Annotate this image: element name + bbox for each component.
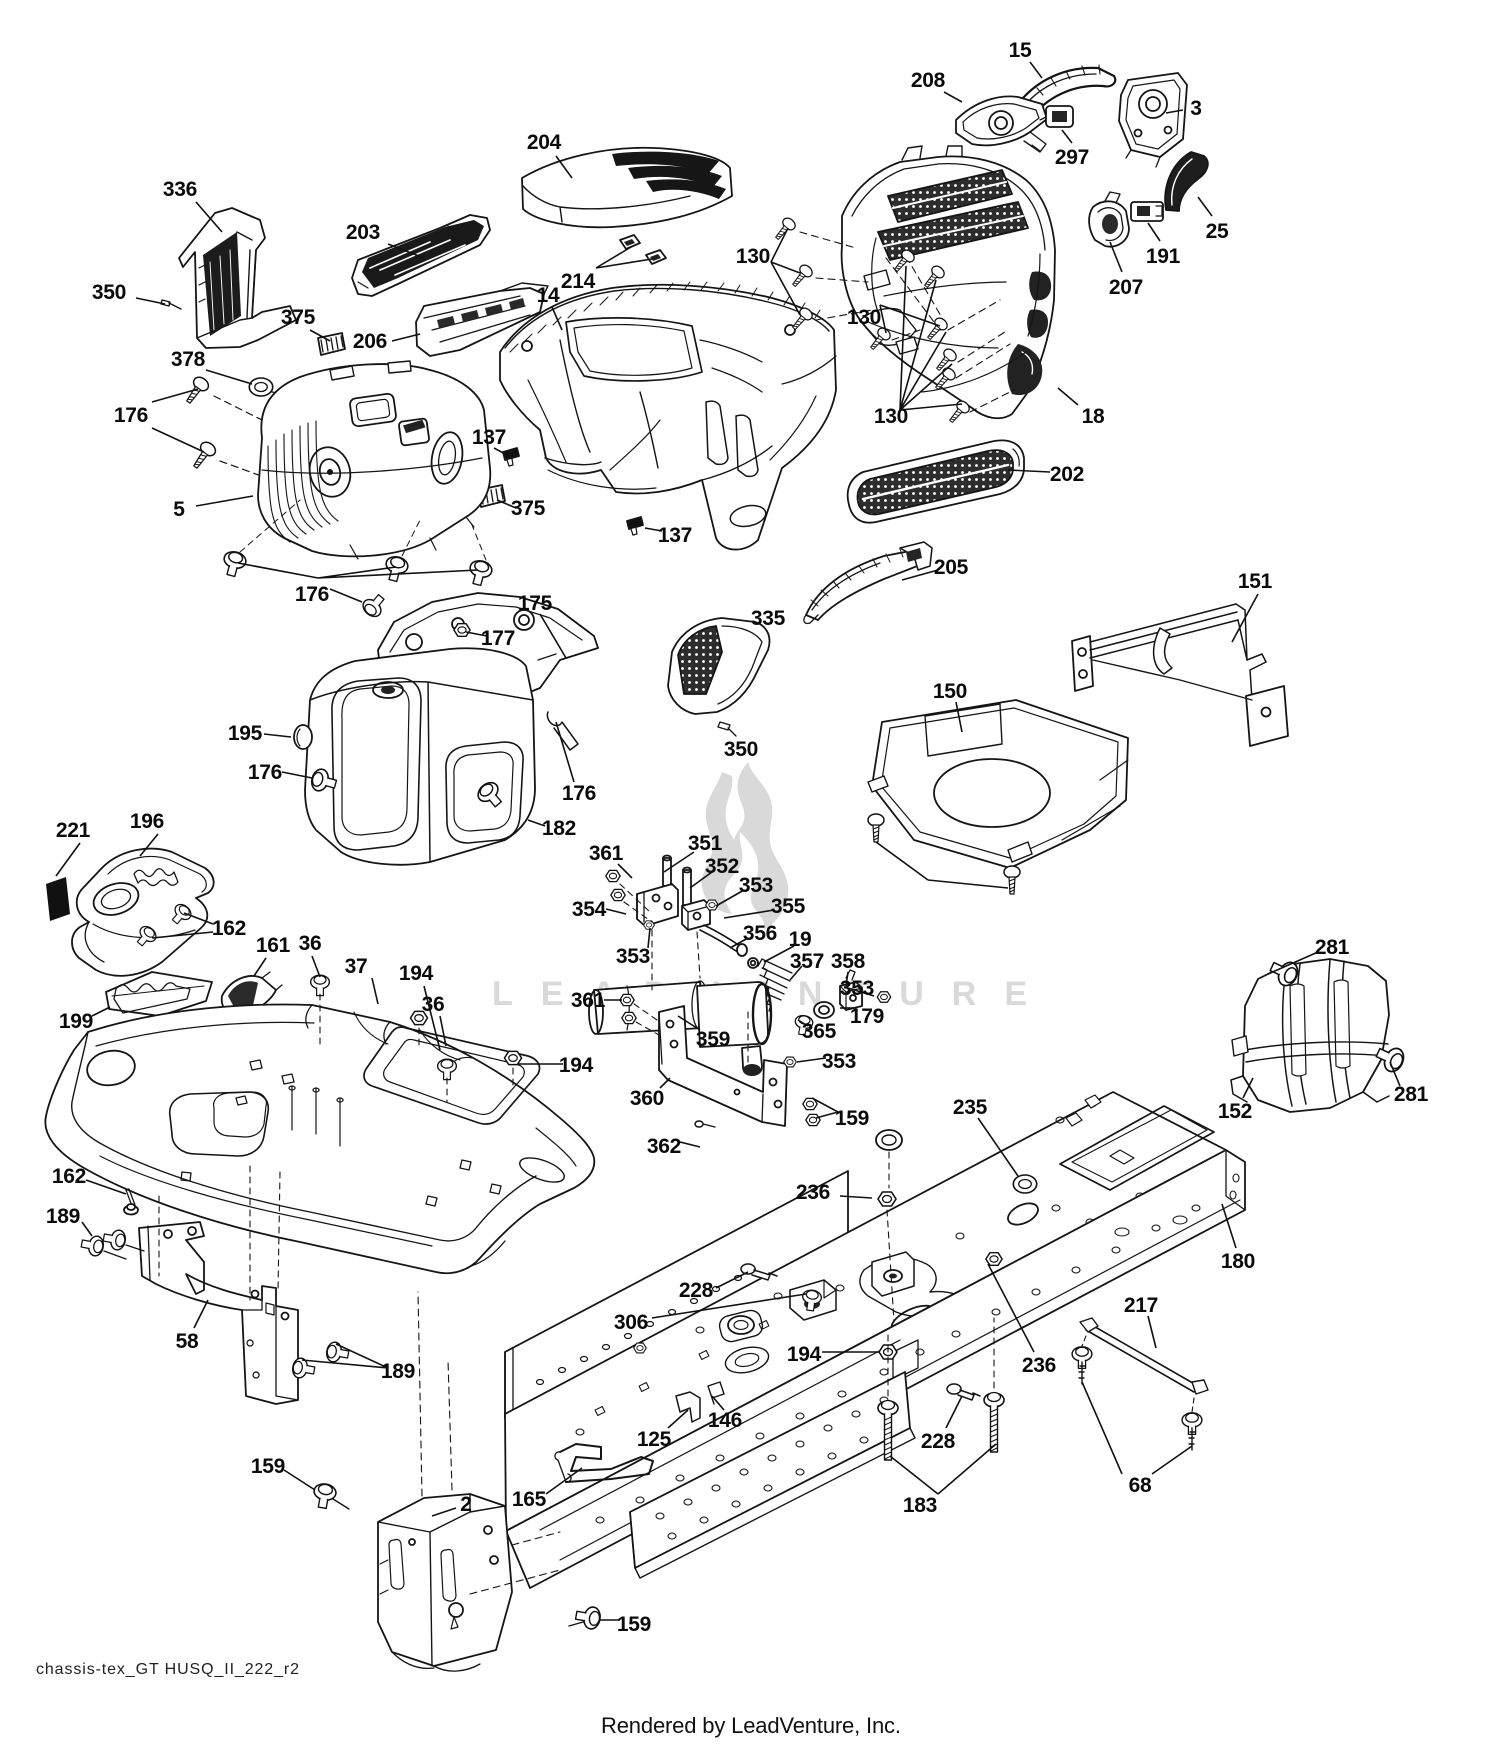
svg-text:159: 159	[835, 1107, 869, 1130]
svg-text:183: 183	[903, 1494, 937, 1517]
svg-text:162: 162	[212, 917, 246, 940]
svg-text:206: 206	[353, 330, 387, 353]
svg-text:19: 19	[789, 928, 812, 951]
svg-text:214: 214	[561, 270, 596, 293]
svg-text:236: 236	[796, 1181, 830, 1204]
svg-text:375: 375	[511, 497, 546, 520]
svg-text:228: 228	[679, 1279, 714, 1302]
svg-text:235: 235	[953, 1096, 988, 1119]
svg-text:177: 177	[481, 627, 515, 650]
svg-text:351: 351	[688, 832, 723, 855]
svg-text:125: 125	[637, 1428, 672, 1451]
svg-text:358: 358	[831, 950, 866, 973]
svg-text:204: 204	[527, 131, 562, 154]
svg-text:176: 176	[248, 761, 282, 784]
svg-text:151: 151	[1238, 570, 1273, 593]
svg-text:5: 5	[173, 498, 185, 521]
svg-text:191: 191	[1146, 245, 1181, 268]
svg-text:194: 194	[787, 1343, 822, 1366]
svg-text:179: 179	[850, 1005, 884, 1028]
svg-text:236: 236	[1022, 1354, 1056, 1377]
svg-text:165: 165	[512, 1488, 547, 1511]
svg-text:359: 359	[696, 1028, 730, 1051]
svg-text:362: 362	[647, 1135, 681, 1158]
svg-text:221: 221	[56, 819, 91, 842]
svg-text:350: 350	[724, 738, 758, 761]
svg-text:199: 199	[59, 1010, 93, 1033]
svg-text:353: 353	[822, 1050, 856, 1073]
svg-text:18: 18	[1082, 405, 1105, 428]
svg-text:353: 353	[840, 977, 874, 1000]
svg-text:360: 360	[630, 1087, 664, 1110]
svg-text:161: 161	[256, 934, 291, 957]
svg-text:356: 356	[743, 922, 777, 945]
svg-text:182: 182	[542, 817, 576, 840]
svg-text:353: 353	[739, 874, 773, 897]
svg-text:Rendered by LeadVenture, Inc.: Rendered by LeadVenture, Inc.	[601, 1713, 901, 1738]
svg-text:chassis-tex_GT HUSQ_II_222_r2: chassis-tex_GT HUSQ_II_222_r2	[36, 1661, 299, 1678]
svg-text:36: 36	[299, 932, 322, 955]
svg-text:159: 159	[251, 1455, 285, 1478]
svg-text:25: 25	[1206, 220, 1229, 243]
svg-text:361: 361	[571, 989, 606, 1012]
svg-text:176: 176	[562, 782, 596, 805]
svg-text:297: 297	[1055, 146, 1089, 169]
svg-text:146: 146	[708, 1409, 742, 1432]
svg-text:336: 336	[163, 178, 197, 201]
svg-text:130: 130	[736, 245, 770, 268]
svg-text:137: 137	[472, 426, 506, 449]
svg-text:3: 3	[1190, 97, 1201, 120]
svg-text:208: 208	[911, 69, 946, 92]
svg-text:361: 361	[589, 842, 624, 865]
svg-text:195: 195	[228, 722, 263, 745]
svg-text:152: 152	[1218, 1100, 1252, 1123]
svg-text:68: 68	[1129, 1474, 1152, 1497]
svg-text:228: 228	[921, 1430, 956, 1453]
svg-text:189: 189	[46, 1205, 80, 1228]
svg-text:281: 281	[1394, 1083, 1429, 1106]
svg-text:150: 150	[933, 680, 967, 703]
svg-text:353: 353	[616, 945, 650, 968]
svg-text:357: 357	[790, 950, 824, 973]
svg-text:217: 217	[1124, 1294, 1158, 1317]
svg-text:365: 365	[802, 1020, 837, 1043]
svg-text:205: 205	[934, 556, 969, 579]
svg-text:194: 194	[399, 962, 434, 985]
svg-text:189: 189	[381, 1360, 415, 1383]
svg-text:355: 355	[771, 895, 806, 918]
svg-text:176: 176	[295, 583, 329, 606]
svg-text:281: 281	[1315, 936, 1350, 959]
svg-text:175: 175	[518, 592, 553, 615]
svg-text:180: 180	[1221, 1250, 1255, 1273]
svg-text:194: 194	[559, 1054, 594, 1077]
svg-text:335: 335	[751, 607, 786, 630]
svg-text:15: 15	[1009, 39, 1032, 62]
svg-text:207: 207	[1109, 276, 1143, 299]
svg-text:14: 14	[537, 284, 560, 307]
svg-text:137: 137	[658, 524, 692, 547]
svg-text:162: 162	[52, 1165, 86, 1188]
svg-text:58: 58	[176, 1330, 199, 1353]
svg-text:203: 203	[346, 221, 380, 244]
svg-text:176: 176	[114, 404, 148, 427]
svg-text:130: 130	[874, 405, 908, 428]
svg-text:354: 354	[572, 898, 607, 921]
svg-text:202: 202	[1050, 463, 1084, 486]
svg-text:36: 36	[422, 993, 445, 1016]
svg-text:350: 350	[92, 281, 126, 304]
svg-text:375: 375	[281, 306, 316, 329]
svg-text:159: 159	[617, 1613, 651, 1636]
svg-text:378: 378	[171, 348, 206, 371]
svg-text:130: 130	[847, 306, 881, 329]
svg-text:196: 196	[130, 810, 164, 833]
svg-text:37: 37	[345, 955, 368, 978]
svg-text:2: 2	[460, 1493, 471, 1516]
svg-text:352: 352	[705, 855, 739, 878]
svg-text:306: 306	[614, 1311, 648, 1334]
